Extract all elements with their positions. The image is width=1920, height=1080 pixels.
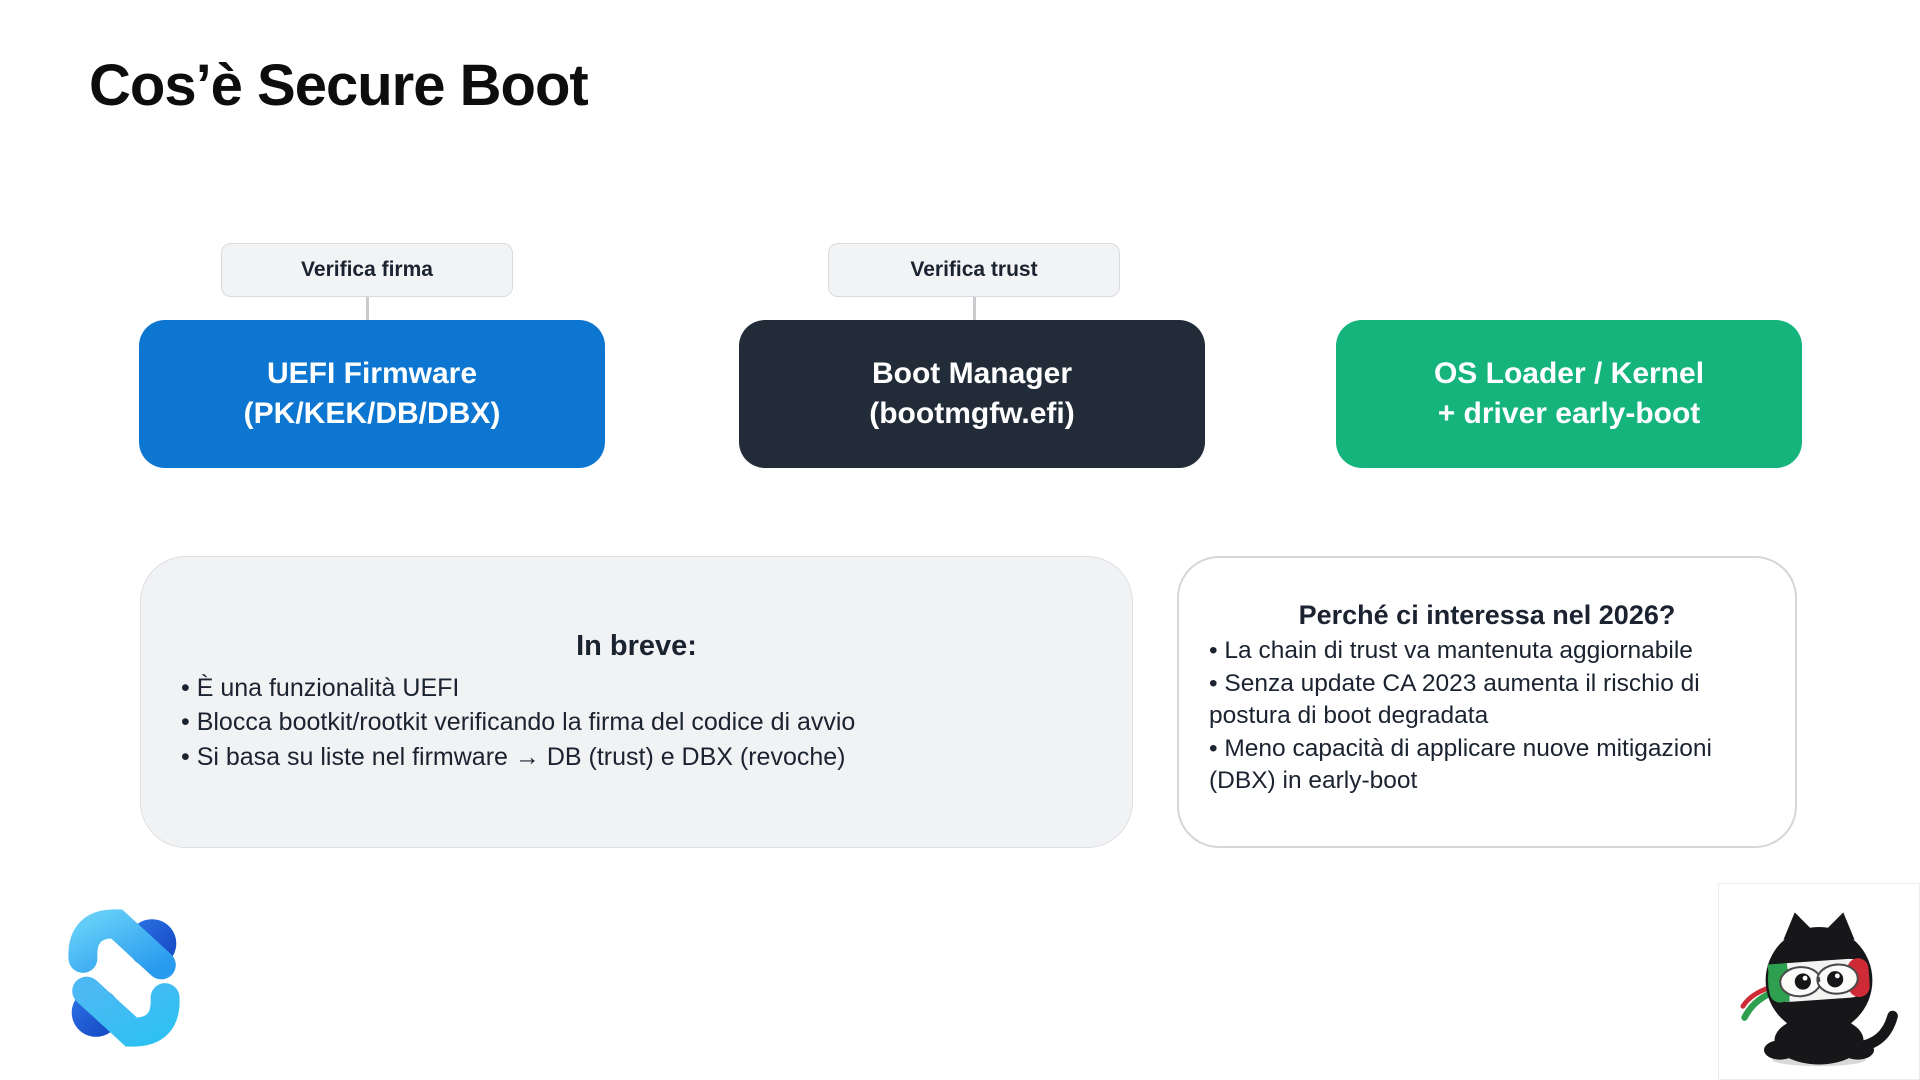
box-boot-manager: Boot Manager (bootmgfw.efi) bbox=[739, 320, 1205, 468]
box-os-loader-line1: OS Loader / Kernel bbox=[1433, 357, 1705, 391]
box-uefi-firmware: UEFI Firmware (PK/KEK/DB/DBX) bbox=[139, 320, 605, 468]
in-breve-bullet-1: • È una funzionalità UEFI bbox=[181, 673, 460, 702]
connector-trust-line bbox=[973, 297, 976, 320]
card-perche-2026: Perché ci interessa nel 2026? • La chain… bbox=[1177, 556, 1797, 848]
box-boot-manager-line2: (bootmgfw.efi) bbox=[869, 397, 1075, 430]
card-perche-2026-title: Perché ci interessa nel 2026? bbox=[1298, 600, 1676, 630]
n-ribbon-logo-icon bbox=[68, 909, 180, 1047]
label-verifica-trust: Verifica trust bbox=[828, 243, 1120, 297]
label-verifica-firma: Verifica firma bbox=[221, 243, 513, 297]
label-verifica-firma-text: Verifica firma bbox=[301, 258, 433, 281]
card-in-breve-title: In breve: bbox=[576, 629, 697, 662]
slide-title: Cos’è Secure Boot bbox=[89, 53, 589, 118]
in-breve-bullet-2: • Blocca bootkit/rootkit verificando la … bbox=[181, 708, 856, 737]
mascot-tile bbox=[1718, 883, 1920, 1080]
perche-bullet-1: • La chain di trust va mantenuta aggiorn… bbox=[1209, 637, 1693, 664]
ninja-cat-italian-flag-icon bbox=[1740, 911, 1898, 1066]
box-uefi-firmware-line2: (PK/KEK/DB/DBX) bbox=[243, 397, 501, 430]
perche-bullet-2: • Senza update CA 2023 aumenta il rischi… bbox=[1209, 669, 1700, 730]
box-os-loader-line2: + driver early-boot bbox=[1437, 397, 1701, 430]
label-verifica-trust-text: Verifica trust bbox=[910, 258, 1038, 281]
perche-bullet-3: • Meno capacità di applicare nuove mitig… bbox=[1209, 734, 1712, 795]
in-breve-bullet-3: • Si basa su liste nel firmware → DB (tr… bbox=[181, 742, 846, 771]
box-boot-manager-line1: Boot Manager bbox=[871, 357, 1072, 391]
card-in-breve: In breve: • È una funzionalità UEFI • Bl… bbox=[140, 556, 1133, 848]
connector-firma-line bbox=[366, 297, 369, 320]
box-os-loader: OS Loader / Kernel + driver early-boot bbox=[1336, 320, 1802, 468]
box-uefi-firmware-line1: UEFI Firmware bbox=[266, 357, 478, 391]
